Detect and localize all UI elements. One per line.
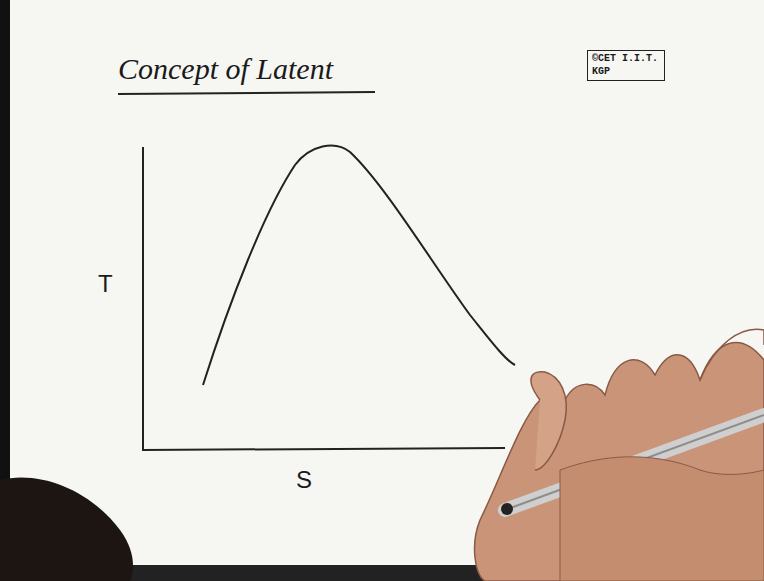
axis-label: T (98, 270, 113, 298)
head-silhouette (0, 477, 133, 581)
copyright-badge: ©CET I.I.T. KGP (587, 50, 665, 81)
hand (475, 329, 764, 581)
title-underline (118, 92, 375, 94)
t-axis (142, 147, 144, 451)
slide-title: Concept of Latent (118, 52, 333, 86)
s-axis (142, 448, 505, 450)
axis-label: S (296, 466, 312, 494)
saturation-dome (203, 146, 515, 385)
badge-text: ©CET I.I.T. KGP (592, 53, 660, 78)
